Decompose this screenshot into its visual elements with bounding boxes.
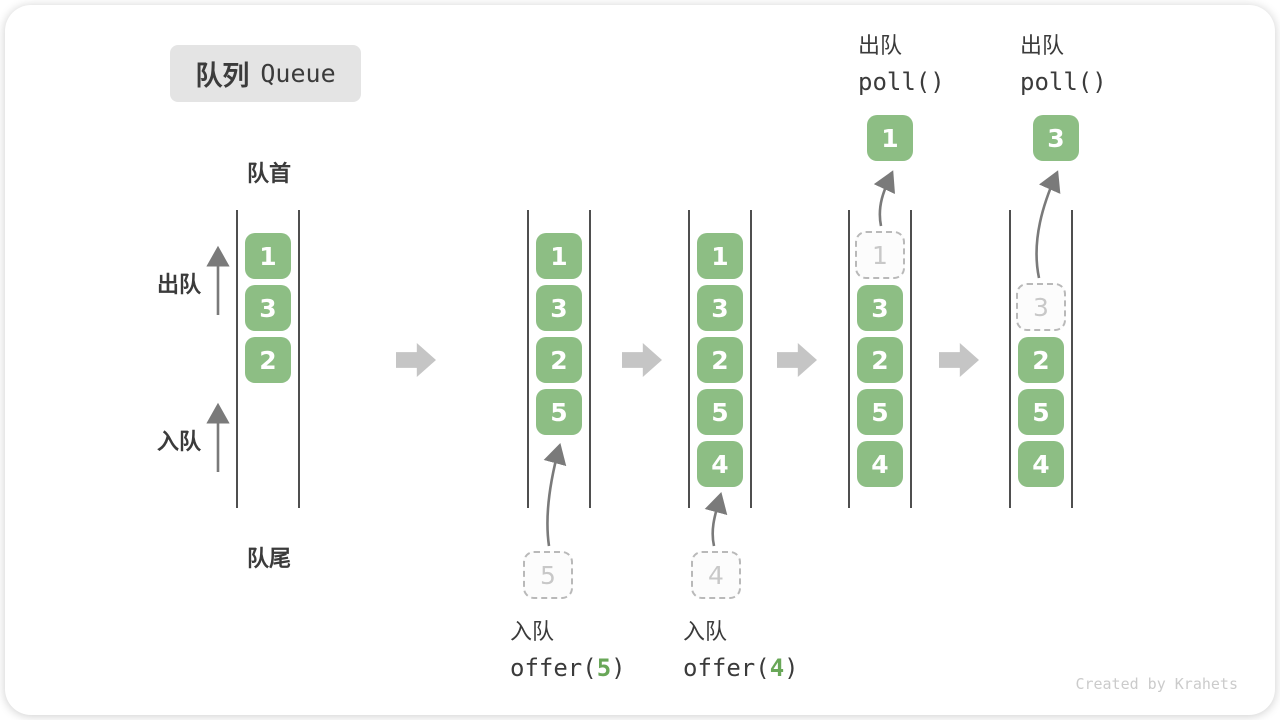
incoming-element: 5	[523, 551, 573, 599]
queue-element: 2	[697, 337, 743, 383]
queue-element-removed: 1	[855, 231, 905, 279]
queue-element: 5	[1018, 389, 1064, 435]
queue-element: 5	[857, 389, 903, 435]
queue-element: 4	[697, 441, 743, 487]
poll-label-zh: 出队	[1020, 33, 1065, 58]
queue-element: 5	[536, 389, 582, 435]
queue-element: 5	[697, 389, 743, 435]
queue-element: 2	[1018, 337, 1064, 383]
offer-label-zh: 入队	[510, 619, 555, 644]
poll-label-code: poll()	[858, 68, 945, 96]
operation-poll-label: 出队 poll()	[1020, 28, 1107, 96]
queue-element: 2	[245, 337, 291, 383]
poll-label-zh: 出队	[858, 33, 903, 58]
offer-label-code: offer(4)	[683, 654, 799, 682]
queue-state-5: 3 2 5 4	[1009, 210, 1073, 508]
label-queue-front: 队首	[246, 161, 291, 186]
transition-arrow-icon	[396, 343, 436, 377]
operation-offer-label: 入队 offer(4)	[683, 614, 799, 682]
operation-offer-label: 入队 offer(5)	[510, 614, 626, 682]
transition-arrow-icon	[622, 343, 662, 377]
offer-label-zh: 入队	[683, 619, 728, 644]
queue-state-3: 1 3 2 5 4	[688, 210, 752, 508]
incoming-element: 4	[691, 551, 741, 599]
queue-element: 1	[245, 233, 291, 279]
queue-element: 3	[245, 285, 291, 331]
transition-arrow-icon	[777, 343, 817, 377]
label-dequeue: 出队	[157, 272, 202, 297]
watermark: Created by Krahets	[1075, 675, 1238, 693]
queue-element: 2	[536, 337, 582, 383]
queue-element: 3	[857, 285, 903, 331]
label-enqueue: 入队	[157, 429, 202, 454]
queue-state-2: 1 3 2 5	[527, 210, 591, 508]
queue-state-4: 1 3 2 5 4	[848, 210, 912, 508]
title-en: Queue	[260, 59, 336, 88]
queue-state-1: 1 3 2	[236, 210, 300, 508]
operation-poll-label: 出队 poll()	[858, 28, 945, 96]
title-zh: 队列	[195, 61, 250, 91]
transition-arrow-icon	[939, 343, 979, 377]
queue-element: 1	[536, 233, 582, 279]
popped-element: 1	[867, 115, 913, 161]
queue-element: 4	[1018, 441, 1064, 487]
title-badge: 队列 Queue	[170, 45, 361, 102]
offer-arg: 4	[769, 654, 785, 682]
popped-element: 3	[1033, 115, 1079, 161]
queue-element-removed: 3	[1016, 283, 1066, 331]
queue-element: 3	[536, 285, 582, 331]
label-queue-rear: 队尾	[246, 546, 291, 571]
poll-label-code: poll()	[1020, 68, 1107, 96]
queue-element: 1	[697, 233, 743, 279]
queue-element: 2	[857, 337, 903, 383]
queue-element: 3	[697, 285, 743, 331]
queue-element: 4	[857, 441, 903, 487]
offer-label-code: offer(5)	[510, 654, 626, 682]
offer-arg: 5	[596, 654, 612, 682]
